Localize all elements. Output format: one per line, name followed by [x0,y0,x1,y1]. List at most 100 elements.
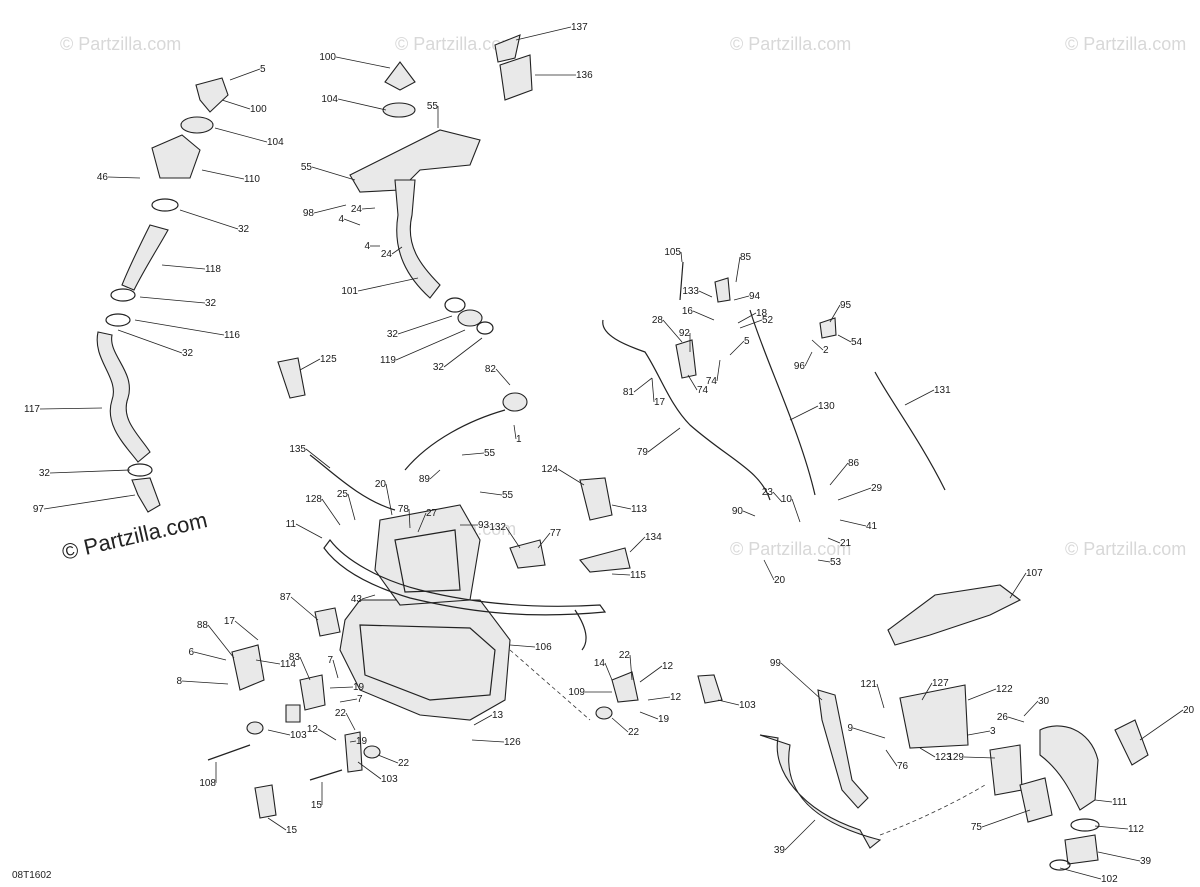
part-number-label: 94 [749,291,761,302]
part-number-label: 104 [267,137,284,148]
part-number-label: 74 [706,376,718,387]
part-number-label: 90 [732,506,744,517]
part-number-label: 11 [286,519,297,530]
watermark: © Partzilla.com [1065,539,1186,559]
callout-leader [687,374,698,391]
brand-watermark: © Partzilla.com [60,507,210,565]
part-number-label: 53 [830,557,842,568]
callout-leader [267,817,287,831]
part-number-label: 78 [398,504,410,515]
callout-leader [417,512,427,533]
part-number-label: 79 [637,447,649,458]
callout-leader [509,644,536,648]
callout-leader [429,469,441,480]
part-number-label: 1 [516,434,522,445]
part-number-label: 22 [619,650,631,661]
callout-leader [963,756,996,759]
part-number-label: 23 [762,487,774,498]
part-number-label: 75 [971,822,983,833]
callout-leader [345,712,356,731]
part-number-label: 77 [550,528,562,539]
part-number-label: 55 [427,101,439,112]
callout-leader [161,264,206,270]
part-number-label: 133 [682,286,699,297]
callout-leader [207,624,235,659]
watermark-layer: © Partzilla.com © Partzilla.com © Partzi… [60,34,1186,559]
part-number-label: 110 [244,174,260,185]
part-number-label: 26 [997,712,1009,723]
callout-leader [395,329,466,361]
part-number-label: 96 [794,361,806,372]
part-number-label: 105 [664,247,681,258]
watermark: © Partzilla.com [730,34,851,54]
callout-leader [313,204,347,214]
part-number-label: 112 [1128,824,1144,835]
callout-leader [377,754,399,764]
callout-leader [391,246,403,255]
part-number-label: 125 [320,354,337,365]
part-number-label: 127 [932,678,949,689]
part-number-label: 135 [289,444,306,455]
part-number-label: 111 [1112,797,1128,808]
callout-leader [1094,825,1129,830]
callout-leader [1094,799,1113,803]
callout-leader [919,747,936,758]
callout-leader [557,468,585,486]
part-number-label: 98 [303,208,315,219]
part-number-label: 2 [823,345,829,356]
callout-leader [107,176,141,179]
part-number-label: 82 [485,364,497,375]
part-number-label: 109 [568,687,585,698]
part-number-label: 29 [871,483,883,494]
part-number-label: 19 [353,682,365,693]
part-number-label: 81 [623,387,635,398]
callout-leader [361,207,376,210]
part-number-label: 12 [662,661,674,672]
callout-leader [193,651,227,661]
callout-leader [885,749,898,767]
part-number-label: 122 [996,684,1013,695]
callout-leader [495,368,511,386]
callout-leader [229,68,261,81]
part-number-label: 5 [744,336,750,347]
callout-leader [39,407,103,410]
part-number-label: 8 [176,676,182,687]
part-number-label: 32 [238,224,250,235]
callout-leader [537,532,551,549]
callout-leader [717,699,740,706]
part-number-label: 16 [682,306,694,317]
callout-leader [604,662,613,681]
part-number-label: 104 [321,94,338,105]
callout-leader [234,620,259,641]
watermark: © Partzilla.com [1065,34,1186,54]
callout-leader [829,462,849,486]
callout-leader [791,498,801,523]
part-number-label: 124 [541,464,558,475]
part-number-label: 43 [351,594,363,605]
callout-leader [513,424,517,440]
callout-leader [611,573,631,576]
part-number-label: 100 [319,52,336,63]
callout-leader [904,389,935,406]
part-number-label: 92 [679,328,691,339]
callout-leader [221,99,251,110]
part-number-label: 100 [250,104,267,115]
part-number-label: 118 [205,264,221,275]
diagram-code: 08T1602 [12,870,52,881]
callout-leader [639,711,659,720]
part-number-label: 97 [33,504,45,515]
part-number-label: 41 [866,521,878,532]
callout-leader [789,405,819,421]
part-number-label: 39 [774,845,786,856]
callout-leader [852,727,886,739]
callout-leader [680,251,683,263]
callout-leader [349,740,357,743]
callout-leader [1059,867,1102,880]
callout-leader [780,662,823,701]
callout-leader [181,680,229,685]
part-number-label: 20 [1183,705,1195,716]
callout-leader [299,358,321,371]
callout-leader [214,127,268,143]
part-number-label: 87 [280,592,292,603]
